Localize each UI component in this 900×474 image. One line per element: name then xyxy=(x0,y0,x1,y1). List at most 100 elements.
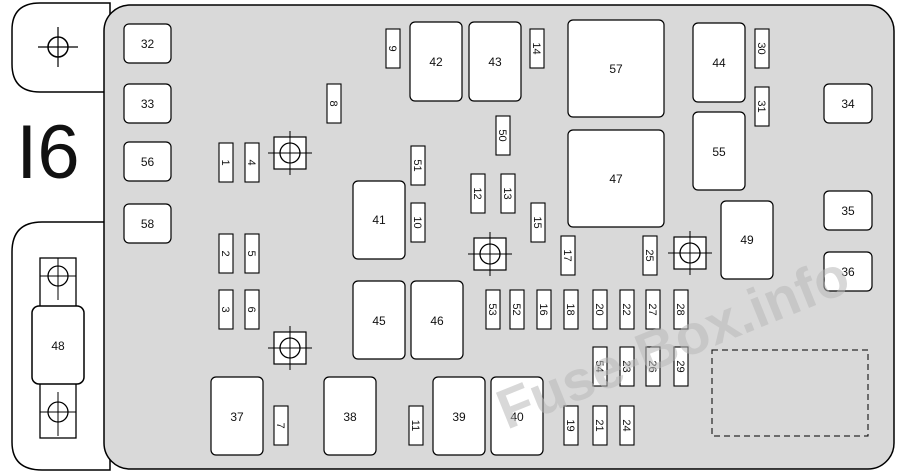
relay-57: 57 xyxy=(567,19,665,118)
fuse-19: 19 xyxy=(563,405,579,446)
relay-35: 35 xyxy=(823,190,873,231)
relay-37: 37 xyxy=(210,376,264,456)
fuse-13: 13 xyxy=(500,173,516,214)
fuse-label-17: 17 xyxy=(561,249,573,261)
relay-44: 44 xyxy=(692,22,746,103)
fuse-label-1: 1 xyxy=(219,159,231,165)
relay-label-42: 42 xyxy=(429,55,443,69)
fuse-label-20: 20 xyxy=(593,303,605,315)
fuse-label-14: 14 xyxy=(530,42,542,54)
fuse-label-13: 13 xyxy=(501,187,513,199)
fuse-16: 16 xyxy=(536,289,552,330)
mounting-hole-icon xyxy=(38,27,78,67)
fuse-51: 51 xyxy=(410,145,426,186)
fuse-label-26: 26 xyxy=(646,360,658,372)
fuse-label-10: 10 xyxy=(411,216,423,228)
fuse-11: 11 xyxy=(408,405,424,446)
relay-label-45: 45 xyxy=(372,314,386,328)
fuse-17: 17 xyxy=(560,235,576,276)
relay-label-44: 44 xyxy=(712,56,726,70)
fuse-20: 20 xyxy=(592,289,608,330)
fuse-label-52: 52 xyxy=(510,303,522,315)
fuse-23: 23 xyxy=(619,346,635,387)
fuse-9: 9 xyxy=(385,28,401,69)
relay-label-41: 41 xyxy=(372,213,386,227)
fuse-label-8: 8 xyxy=(327,100,339,106)
fuse-label-27: 27 xyxy=(646,303,658,315)
fuse-8: 8 xyxy=(326,83,342,124)
fuse-label-7: 7 xyxy=(274,422,286,428)
relay-55: 55 xyxy=(692,111,746,191)
fuse-53: 53 xyxy=(485,289,501,330)
relay-41: 41 xyxy=(352,180,406,260)
fuse-label-2: 2 xyxy=(219,250,231,256)
fuse-12: 12 xyxy=(470,173,486,214)
relay-label-57: 57 xyxy=(609,62,623,76)
fuse-label-53: 53 xyxy=(486,303,498,315)
relay-label-43: 43 xyxy=(488,55,502,69)
fuse-27: 27 xyxy=(645,289,661,330)
fuse-3: 3 xyxy=(218,289,234,330)
fuse-10: 10 xyxy=(410,202,426,243)
fuse-label-15: 15 xyxy=(531,216,543,228)
relay-34: 34 xyxy=(823,83,873,124)
relay-39: 39 xyxy=(432,376,486,456)
fuse-29: 29 xyxy=(673,346,689,387)
relay-label-35: 35 xyxy=(841,204,855,218)
fuse-label-9: 9 xyxy=(386,45,398,51)
fuse-label-51: 51 xyxy=(411,159,423,171)
fuse-block-id-label: I6 xyxy=(16,110,79,195)
fuse-label-18: 18 xyxy=(564,303,576,315)
relay-label-46: 46 xyxy=(430,314,444,328)
fuse-14: 14 xyxy=(529,28,545,69)
fuse-22: 22 xyxy=(619,289,635,330)
fuse-label-25: 25 xyxy=(643,249,655,261)
fuse-28: 28 xyxy=(673,289,689,330)
stud-icon xyxy=(468,232,512,276)
fuse-label-21: 21 xyxy=(593,419,605,431)
fuse-label-3: 3 xyxy=(219,306,231,312)
fuse-6: 6 xyxy=(244,289,260,330)
fuse-label-23: 23 xyxy=(620,360,632,372)
fuse-54: 54 xyxy=(592,346,608,387)
relay-33: 33 xyxy=(123,83,172,124)
fuse-label-12: 12 xyxy=(471,187,483,199)
stud-icon xyxy=(268,326,312,370)
fuse-50: 50 xyxy=(495,115,511,156)
fuse-label-54: 54 xyxy=(593,360,605,372)
relay-40: 40 xyxy=(490,376,544,456)
fuse-label-29: 29 xyxy=(674,360,686,372)
fuse-label-50: 50 xyxy=(496,129,508,141)
relay-label-33: 33 xyxy=(141,97,155,111)
relay-label-38: 38 xyxy=(343,410,357,424)
relay-46: 46 xyxy=(410,280,464,360)
fuse-label-11: 11 xyxy=(409,420,421,431)
mega-fuse-48: 48 xyxy=(31,257,85,439)
fuse-25: 25 xyxy=(642,235,658,276)
relay-56: 56 xyxy=(123,141,172,182)
fuse-18: 18 xyxy=(563,289,579,330)
fuse-label-31: 31 xyxy=(755,100,767,112)
fuse-31: 31 xyxy=(754,86,770,127)
relay-label-32: 32 xyxy=(141,37,155,51)
relay-label-40: 40 xyxy=(510,410,524,424)
spare-area xyxy=(711,349,869,437)
fuse-label-30: 30 xyxy=(755,42,767,54)
relay-label-39: 39 xyxy=(452,410,466,424)
fuse-21: 21 xyxy=(592,405,608,446)
fuse-2: 2 xyxy=(218,233,234,274)
relay-label-48: 48 xyxy=(51,339,65,353)
relay-49: 49 xyxy=(720,200,774,280)
relay-label-47: 47 xyxy=(609,172,623,186)
fuse-label-5: 5 xyxy=(245,250,257,256)
relay-32: 32 xyxy=(123,23,172,64)
relay-36: 36 xyxy=(823,251,873,292)
fuse-26: 26 xyxy=(645,346,661,387)
fuse-label-24: 24 xyxy=(620,419,632,431)
fuse-label-22: 22 xyxy=(620,303,632,315)
relay-label-58: 58 xyxy=(141,217,155,231)
fuse-5: 5 xyxy=(244,233,260,274)
relay-45: 45 xyxy=(352,280,406,360)
fuse-1: 1 xyxy=(218,142,234,183)
